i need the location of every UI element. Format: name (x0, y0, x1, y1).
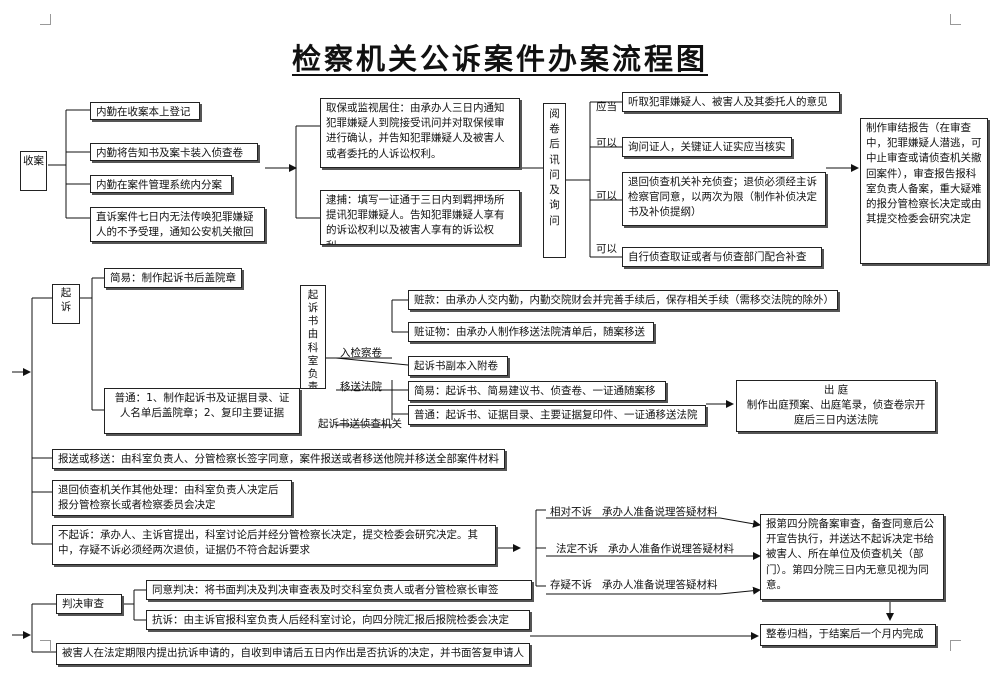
branch-label: 移送法院 (340, 381, 382, 393)
final-report: 制作审结报告（在审查中，犯罪嫌疑人潜逃，可中止审查或请侦查机关撤回案件），审查报… (860, 118, 988, 264)
receive-step: 内勤在收案本上登记 (90, 102, 200, 120)
no-prosecute-type: 相对不诉 承办人准备说理答疑材料 (550, 506, 718, 518)
judgment-label: 判决审查 (56, 594, 122, 614)
review-label: 阅卷后讯问及询问 (543, 103, 566, 258)
victim-protest-request: 被害人在法定期限内提出抗诉申请的，自收到申请后五日内作出是否抗诉的决定，并书面答… (56, 643, 530, 665)
bail-measure: 取保或监视居住：由承办人三日内通知犯罪嫌疑人到院接受讯问并对取保候审进行确认，并… (320, 98, 520, 168)
receive-step: 内勤将告知书及案卡装入侦查卷 (90, 143, 258, 161)
review-condition: 应当 (596, 101, 617, 113)
receive-step: 内勤在案件管理系统内分案 (90, 175, 232, 193)
stolen-money: 赃款：由承办人交内勤，内勤交院财会并完善手续后，保存相关手续（需移交法院的除外） (408, 290, 838, 310)
receive-label: 收案 (20, 151, 47, 191)
archive-box: 整卷归档，于结案后一个月内完成 (760, 624, 936, 646)
review-condition: 可以 (596, 243, 617, 255)
corner-mark (950, 640, 961, 651)
judgment-protest: 抗诉：由主诉官报科室负责人后经科室讨论，向四分院汇报后报院检委会决定 (146, 610, 530, 630)
report-transfer: 报送或移送：由科室负责人、分管检察长签字同意，案件报送或者移送他院并移送全部案件… (52, 449, 505, 469)
judgment-agree: 同意判决：将书面判决及判决审查表及时交科室负责人或者分管检察长审签 (146, 580, 532, 600)
review-condition: 可以 (596, 137, 617, 149)
no-prosecute: 不起诉：承办人、主诉官提出，科室讨论后并经分管检察长决定，提交检委会研究决定。其… (52, 525, 496, 565)
no-prosecute-type: 存疑不诉 承办人准备说理答疑材料 (550, 579, 718, 591)
corner-mark (40, 640, 51, 651)
return-police: 退回侦查机关作其他处理：由科室负责人决定后报分管检察长或者检察委员会决定 (52, 480, 292, 516)
no-prosecute-type: 法定不诉 承办人准备作说理答疑材料 (556, 543, 735, 555)
transfer-normal: 普通：起诉书、证据目录、主要证据复印件、一证通移送法院 (408, 405, 706, 425)
arrest-measure: 逮捕：填写一证通于三日内到羁押场所提讯犯罪嫌疑人。告知犯罪嫌疑人享有的诉讼权利以… (320, 190, 520, 245)
court-box: 出 庭 制作出庭预案、出庭笔录，侦查卷宗开庭后三日内送法院 (736, 380, 936, 432)
page-title: 检察机关公诉案件办案流程图 (291, 42, 708, 76)
branch-label: 入检察卷 (340, 347, 382, 359)
branch-label: 起诉书送侦查机关 (318, 418, 402, 430)
review-condition: 可以 (596, 190, 617, 202)
court-title: 出 庭 (823, 384, 849, 396)
receive-step: 直诉案件七日内无法传唤犯罪嫌疑人的不予受理，通知公安机关撤回 (90, 207, 265, 242)
review-branch: 询问证人，关键证人证实应当核实 (622, 137, 792, 157)
transfer-simple: 简易：起诉书、简易建议书、侦查卷、一证通随案移送 (408, 381, 666, 401)
review-branch: 自行侦查取证或者与侦查部门配合补查 (622, 247, 822, 267)
corner-mark (40, 14, 51, 25)
prosecute-simple: 简易：制作起诉书后盖院章 (104, 268, 242, 288)
review-branch: 退回侦查机关补充侦查；退侦必须经主诉检察官同意，以两次为限（制作补侦决定书及补侦… (622, 172, 826, 226)
review-branch: 听取犯罪嫌疑人、被害人及其委托人的意见 (622, 92, 840, 112)
indictment-note: 起诉书由科室负责人备案 (300, 285, 326, 389)
no-prosecute-result: 报第四分院备案审查，备查同意后公开宣告执行，并送达不起诉决定书给被害人、所在单位… (760, 514, 944, 600)
prosecute-label: 起诉 (52, 284, 80, 324)
copy-file: 起诉书副本入附卷 (408, 356, 508, 376)
stolen-goods: 赃证物：由承办人制作移送法院清单后，随案移送 (408, 322, 654, 342)
court-text: 制作出庭预案、出庭笔录，侦查卷宗开庭后三日内送法院 (746, 399, 926, 427)
corner-mark (950, 14, 961, 25)
prosecute-normal: 普通：1、制作起诉书及证据目录、证人名单后盖院章；2、复印主要证据 (104, 388, 300, 434)
